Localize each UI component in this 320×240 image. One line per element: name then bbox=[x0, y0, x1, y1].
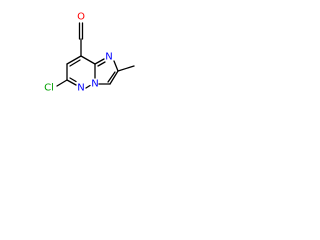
bond-c2-methyl bbox=[117, 65, 135, 72]
bond-c8a-n-imid bbox=[94, 58, 105, 65]
atom-label-nitrogen-pyridazine: N bbox=[77, 83, 84, 94]
atom-label-nitrogen-imidazole: N bbox=[105, 52, 112, 63]
bond-c8-c8a bbox=[80, 55, 96, 65]
atom-labels: O N N N Cl bbox=[44, 12, 113, 94]
bond-c6-n1-inner bbox=[69, 77, 77, 83]
bond-c2-c3-inner bbox=[107, 71, 116, 83]
bond-n-c2 bbox=[113, 60, 119, 72]
atom-label-nitrogen-bridgehead: N bbox=[91, 79, 98, 90]
bond-c8a-n-imid-inner bbox=[97, 61, 106, 67]
bond-c2-c3 bbox=[109, 70, 119, 85]
bonds bbox=[56, 22, 135, 89]
bond-c8-c7 bbox=[66, 55, 82, 65]
bond-c6-n1 bbox=[66, 79, 77, 86]
structure-canvas: O N N N Cl bbox=[0, 0, 152, 152]
bond-n1-n4 bbox=[85, 84, 91, 89]
bond-c8-c7-inner bbox=[69, 59, 81, 67]
molecule-diagram: O N N N Cl bbox=[44, 12, 135, 94]
atom-label-chlorine: Cl bbox=[44, 83, 54, 94]
atom-label-oxygen: O bbox=[77, 12, 85, 23]
bond-c6-cl bbox=[56, 79, 68, 87]
